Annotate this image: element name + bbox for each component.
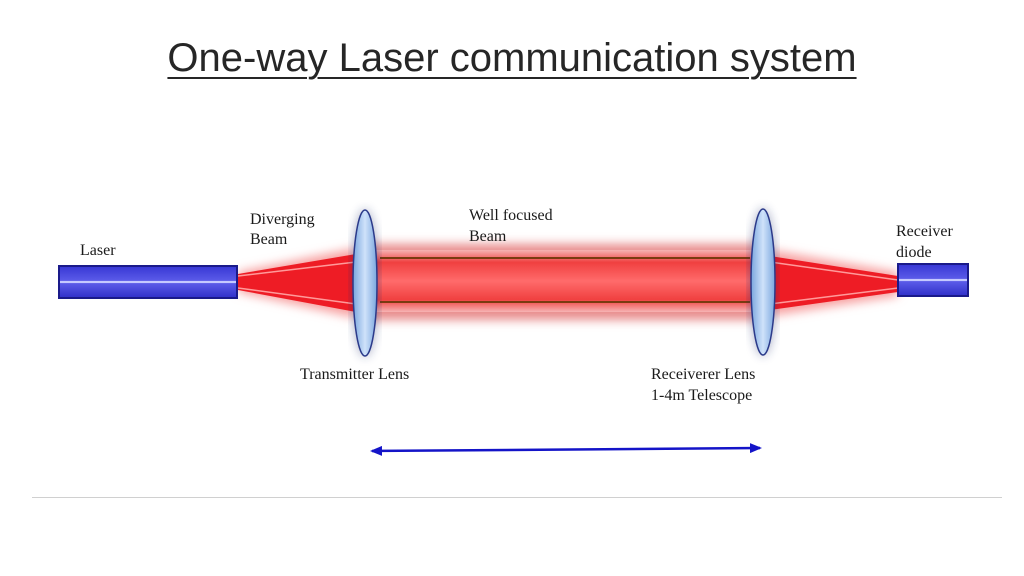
receiver-lens-label-line2: 1-4m Telescope bbox=[651, 387, 752, 404]
receiver-diode bbox=[897, 263, 969, 297]
transmitter-lens-label: Transmitter Lens bbox=[300, 366, 409, 383]
receiver-diode-label-line2: diode bbox=[896, 244, 932, 261]
slide-title: One-way Laser communication system bbox=[167, 36, 857, 80]
receiver-lens bbox=[749, 208, 777, 356]
receiver-diode-label-line1: Receiver bbox=[896, 223, 954, 240]
laser-label: Laser bbox=[80, 242, 116, 259]
diverging-beam-label-line1: Diverging bbox=[250, 211, 315, 228]
receiver-lens-label-line1: Receiverer Lens bbox=[651, 366, 755, 383]
distance-arrow bbox=[370, 443, 762, 456]
laser-source bbox=[58, 265, 238, 299]
transmitter-lens bbox=[351, 209, 379, 357]
slide-divider bbox=[32, 497, 1002, 498]
converging-beam bbox=[769, 250, 899, 316]
focused-beam-label-line2: Beam bbox=[469, 228, 507, 245]
focused-beam-label-line1: Well focused bbox=[469, 207, 553, 224]
diverging-beam-label-line2: Beam bbox=[250, 231, 288, 248]
focused-beam bbox=[366, 244, 758, 320]
diverging-beam bbox=[237, 248, 357, 318]
